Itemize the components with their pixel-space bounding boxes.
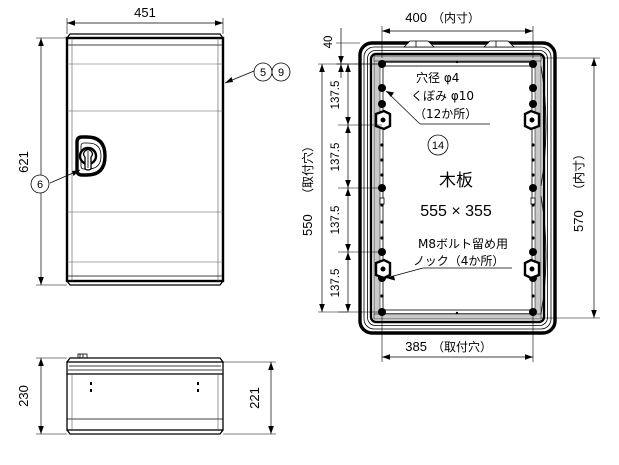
bolt-note-line-1: M8ボルト留め用 (418, 237, 508, 251)
front-height-dimension (36, 37, 67, 286)
bolt-note-leader (385, 267, 512, 281)
balloon-14: 14 (427, 134, 449, 156)
pitch-value-2: 137.5 (330, 143, 342, 172)
interior-right-note: （内寸） (572, 148, 586, 196)
callout-leader-59 (224, 70, 255, 84)
interior-right-dimension (541, 57, 600, 319)
board-label: 木板 (439, 171, 473, 191)
interior-top-note: （内寸） (432, 11, 480, 25)
front-view-geometry (65, 33, 225, 286)
hole-note-leader (385, 90, 490, 125)
front-width-value: 451 (134, 5, 156, 20)
pitch-value-4: 137.5 (330, 269, 342, 298)
interior-right-value: 570 (571, 210, 586, 232)
balloon-9: 9 (271, 62, 291, 82)
callout-leader-6 (49, 169, 81, 184)
bolt-note-line-2: ノック（4か所） (413, 254, 504, 268)
interior-offset-value: 40 (323, 36, 335, 49)
door-lock-handle (75, 135, 107, 177)
interior-pitch-dimensions (338, 63, 382, 313)
front-height-value: 621 (16, 151, 31, 173)
hole-note-line-2: くぼみ φ10 (411, 89, 474, 103)
interior-total-left-value: 550 (300, 214, 315, 236)
pitch-value-3: 137.5 (330, 206, 342, 235)
interior-top-value: 400 (405, 10, 427, 25)
balloon-9-label: 9 (278, 67, 284, 79)
bottom-right-dimension (223, 361, 276, 435)
interior-bottom-note: （取付穴） (432, 339, 492, 354)
bottom-left-value: 230 (16, 385, 31, 407)
interior-total-left-dimension (318, 63, 348, 313)
hole-note-line-1: 穴径 φ4 (416, 70, 459, 85)
hole-note-line-3: （12か所） (414, 107, 477, 121)
interior-top-dimension (381, 26, 534, 58)
bottom-view-geometry (66, 353, 224, 435)
interior-view-geometry (358, 40, 557, 335)
balloon-5: 5 (253, 62, 273, 82)
balloon-14-label: 14 (432, 140, 444, 152)
board-size: 555 × 355 (420, 203, 492, 220)
front-width-dimension (66, 18, 224, 34)
balloon-5-label: 5 (260, 67, 266, 79)
balloon-6: 6 (30, 174, 50, 194)
bottom-left-dimension (36, 357, 67, 435)
interior-bottom-dimension (381, 314, 534, 362)
interior-total-left-note: （取付穴） (300, 140, 315, 200)
pitch-value-1: 137.5 (330, 81, 342, 110)
balloon-6-label: 6 (37, 179, 43, 191)
interior-bottom-value: 385 (405, 339, 427, 354)
bottom-right-value: 221 (247, 387, 262, 409)
